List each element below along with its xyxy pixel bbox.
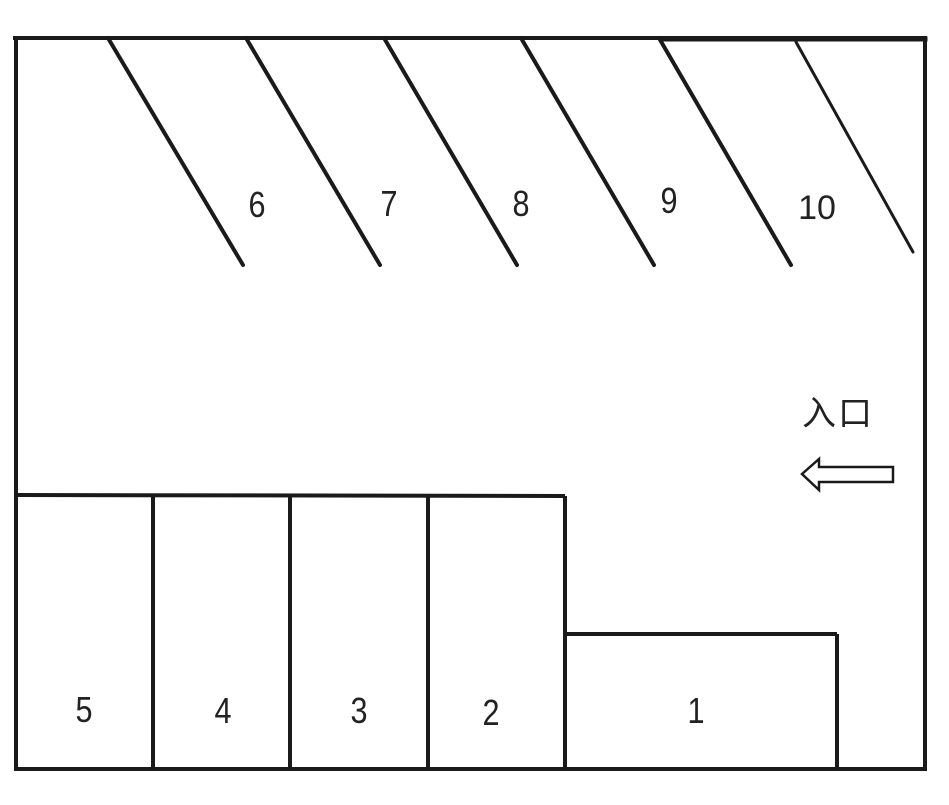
space-label-2: 2 <box>482 692 500 733</box>
space-label-1: 1 <box>687 690 705 731</box>
space-label-6: 6 <box>248 184 266 225</box>
space-label-5: 5 <box>75 689 93 730</box>
bottom-stalls <box>15 493 839 769</box>
space-label-7: 7 <box>380 183 398 224</box>
space-label-8: 8 <box>512 183 530 224</box>
space-label-3: 3 <box>350 690 368 731</box>
lot-boundary <box>13 36 928 771</box>
diagonal-stall-lines <box>106 36 915 267</box>
arrow-left-icon <box>800 456 895 493</box>
space-label-9: 9 <box>660 180 678 221</box>
entrance-label: 入口 <box>802 394 874 434</box>
space-label-4: 4 <box>214 690 232 731</box>
space-label-10: 10 <box>798 189 836 227</box>
